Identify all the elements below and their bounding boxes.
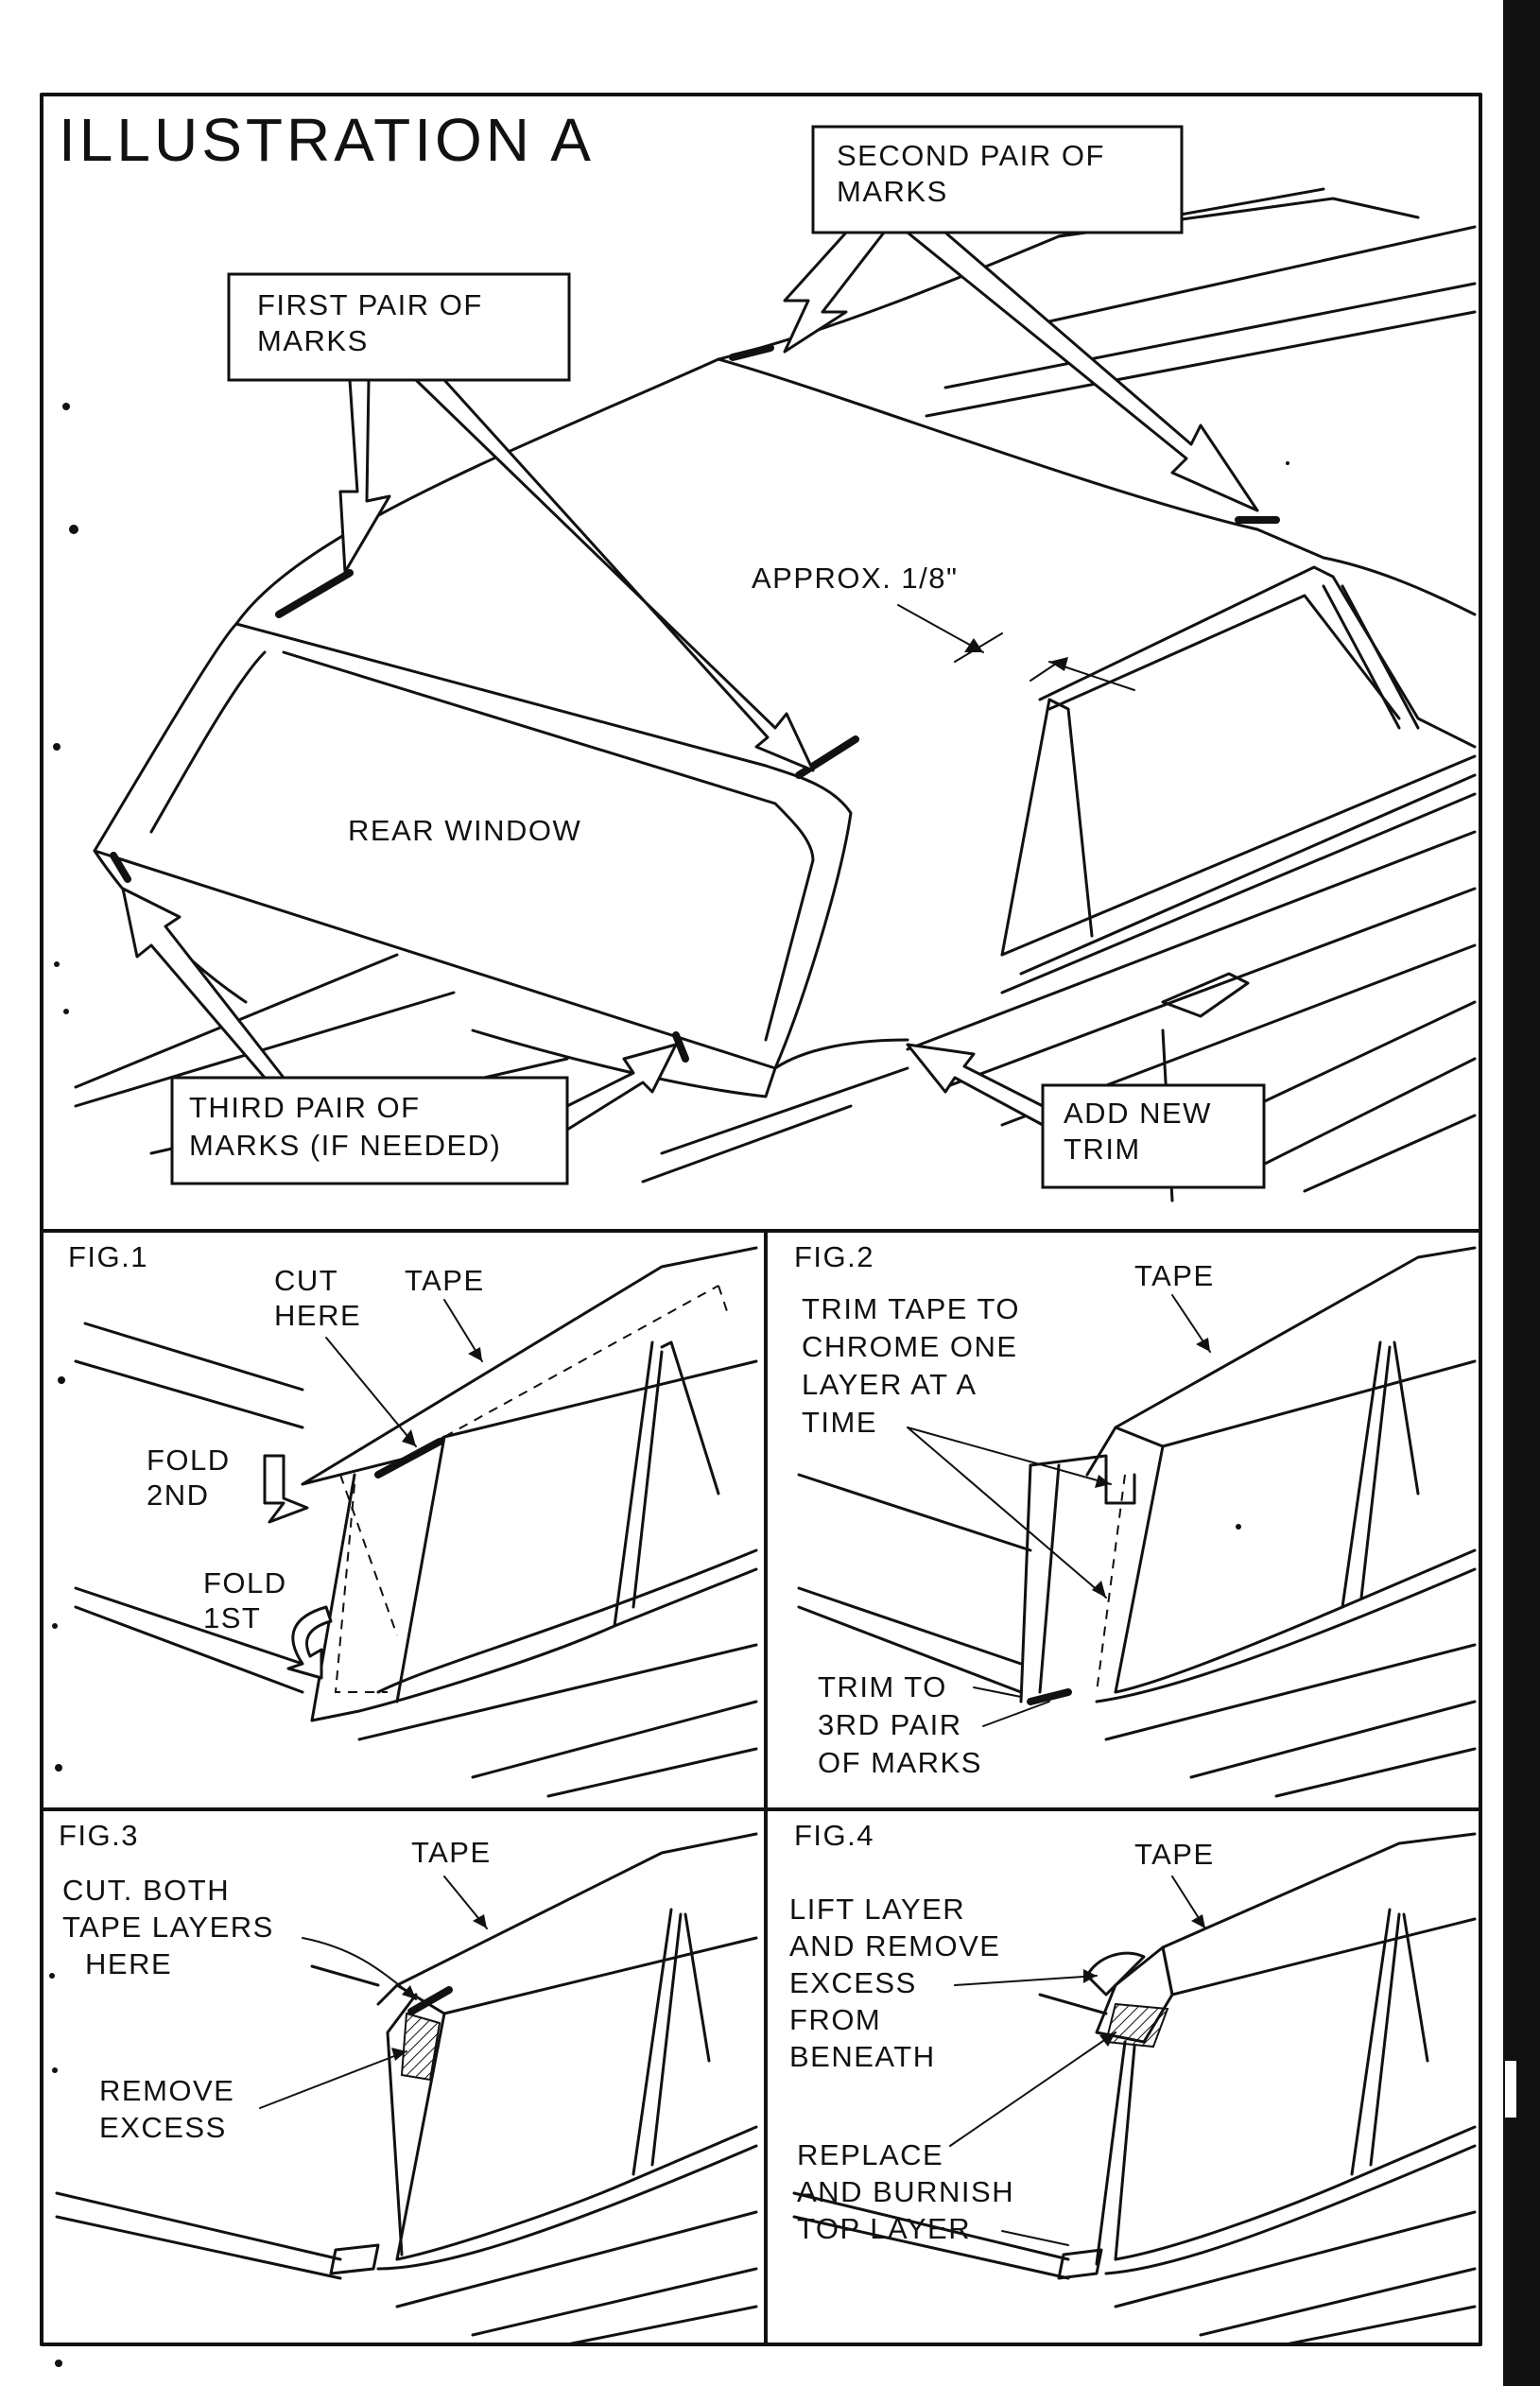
add-trim-label-line1: ADD NEW [1064,1097,1212,1130]
arrow-first-pair-right [414,378,815,772]
fig3-remove-line1: REMOVE [99,2074,234,2107]
scan-edge-gap [1505,2061,1516,2118]
fig3-cut-both-line1: CUT. BOTH [62,1874,230,1907]
fig4-lift-line4: FROM [789,2003,881,2036]
arrow-second-pair-left [783,231,886,354]
fig4-replace-line2: AND BURNISH [797,2175,1014,2208]
arrow-second-pair-right [906,231,1259,512]
fig2-drawing [797,1246,1477,1798]
add-trim-label-line2: TRIM [1064,1132,1141,1166]
first-pair-label-line2: MARKS [257,324,369,357]
frame [40,93,1482,2346]
fig1-cut-here-line1: CUT [274,1264,338,1297]
fig-1: FIG.1 CUT HERE TAPE FOLD 2ND FOLD 1ST [68,1240,758,1798]
car-drawing [74,187,1477,1202]
fig4-lift-line5: BENEATH [789,2040,936,2073]
fig1-fold-1st-arrow [286,1605,333,1680]
arrow-third-pair-left [121,887,286,1080]
approx-callout: APPROX. 1/8" [752,562,1135,691]
fig4-replace-line1: REPLACE [797,2138,943,2171]
fig3-remove-line2: EXCESS [99,2111,227,2144]
second-pair-label-line2: MARKS [837,175,948,208]
fig1-fold-2nd-arrow [263,1454,309,1524]
illustration-a: ILLUSTRATION A [59,106,1477,1202]
fig4-tape-label: TAPE [1134,1838,1215,1871]
add-trim-callout: ADD NEW TRIM [906,1043,1266,1189]
fig1-fold-1st-line2: 1ST [203,1601,261,1634]
fig1-fold-2nd-line2: 2ND [147,1478,210,1512]
fig2-trim-tape-line4: TIME [802,1406,877,1439]
fig2-trim-tape-line1: TRIM TAPE TO [802,1292,1020,1325]
fig4-drawing [792,1832,1477,2346]
arrow-third-pair-right [565,1043,678,1132]
fig3-cut-both-line2: TAPE LAYERS [62,1911,274,1944]
fig1-fold-1st-line1: FOLD [203,1566,287,1599]
arrow-first-pair-left [338,378,391,574]
fig1-fold-2nd-line1: FOLD [147,1444,231,1477]
second-pair-callout: SECOND PAIR OF MARKS [783,125,1259,512]
fig4-replace-line3: TOP LAYER [797,2212,971,2245]
third-pair-label-line2: MARKS (IF NEEDED) [189,1129,501,1162]
fig4-lift-line1: LIFT LAYER [789,1893,965,1926]
fig3-drawing [55,1832,758,2346]
fig2-trim-tape-line3: LAYER AT A [802,1368,978,1401]
fig-4: FIG.4 TAPE LIFT LAYER AND REMOVE EXCESS … [789,1819,1477,2346]
scan-specks [49,403,1289,2367]
fig1-cut-here-line2: HERE [274,1299,361,1332]
arrow-add-trim [906,1043,1045,1127]
approx-label: APPROX. 1/8" [752,562,959,595]
fig1-drawing [74,1246,758,1798]
rear-window-label: REAR WINDOW [348,814,581,847]
illustration-title: ILLUSTRATION A [59,106,595,174]
second-pair-label-line1: SECOND PAIR OF [837,139,1105,172]
fig1-title: FIG.1 [68,1240,148,1273]
scan-edge [1503,0,1540,2386]
fig4-lift-line3: EXCESS [789,1966,917,1999]
fig2-trim-to-line1: TRIM TO [818,1670,947,1703]
fig2-title: FIG.2 [794,1240,874,1273]
fig-2: FIG.2 TAPE TRIM TAPE TO CHROME ONE LAYER… [794,1240,1477,1798]
fig4-lift-line2: AND REMOVE [789,1929,1000,1962]
fig3-cut-both-line3: HERE [85,1947,172,1980]
first-pair-label-line1: FIRST PAIR OF [257,288,483,321]
fig2-trim-tape-line2: CHROME ONE [802,1330,1018,1363]
third-pair-callout: THIRD PAIR OF MARKS (IF NEEDED) [121,887,678,1185]
third-pair-label-line1: THIRD PAIR OF [189,1091,421,1124]
first-pair-callout: FIRST PAIR OF MARKS [227,272,815,772]
fig4-title: FIG.4 [794,1819,874,1852]
fig2-trim-to-line2: 3RD PAIR [818,1708,962,1741]
fig3-title: FIG.3 [59,1819,139,1852]
fig2-trim-to-line3: OF MARKS [818,1746,982,1779]
fig1-tape-label: TAPE [405,1264,485,1297]
fig3-tape-label: TAPE [411,1836,492,1869]
fig2-tape-label: TAPE [1134,1259,1215,1292]
fig-3: FIG.3 TAPE CUT. BOTH TAPE LAYERS HERE RE… [55,1819,758,2346]
